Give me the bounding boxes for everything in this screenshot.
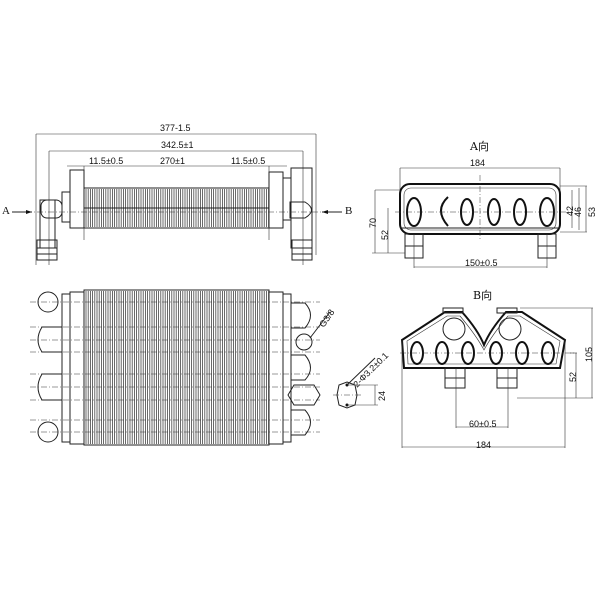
dim-a-52: 52 — [380, 229, 390, 240]
view-b-title: B向 — [473, 289, 493, 302]
dim-a-46: 46 — [573, 206, 583, 217]
dim-a-width: 184 — [470, 158, 486, 168]
flange-spacing-label: 24 — [377, 390, 387, 401]
front-view-heat-exchanger — [30, 289, 331, 446]
dim-a-53: 53 — [587, 206, 597, 217]
dim-a-70: 70 — [368, 217, 378, 228]
dim-b-52: 52 — [568, 371, 578, 382]
dim-b-width: 184 — [476, 440, 492, 450]
dim-fin-center: 270±1 — [160, 156, 185, 166]
view-b-end — [400, 307, 593, 448]
view-a-end — [372, 167, 587, 268]
dim-b-spacing: 60±0.5 — [469, 419, 497, 429]
dim-b-105: 105 — [584, 346, 594, 362]
dim-inner-length: 342.5±1 — [161, 140, 194, 150]
dim-fin-left: 11.5±0.5 — [89, 156, 124, 166]
arrow-a-label: A — [2, 205, 10, 217]
arrow-b-label: B — [345, 205, 353, 217]
top-view-heat-exchanger — [12, 133, 342, 265]
dim-overall-length: 377-1.5 — [160, 123, 191, 133]
dim-fin-right: 11.5±0.5 — [231, 156, 266, 166]
view-a-title: A向 — [470, 140, 489, 153]
dim-a-spacing: 150±0.5 — [465, 258, 498, 268]
flange-detail — [333, 357, 378, 409]
